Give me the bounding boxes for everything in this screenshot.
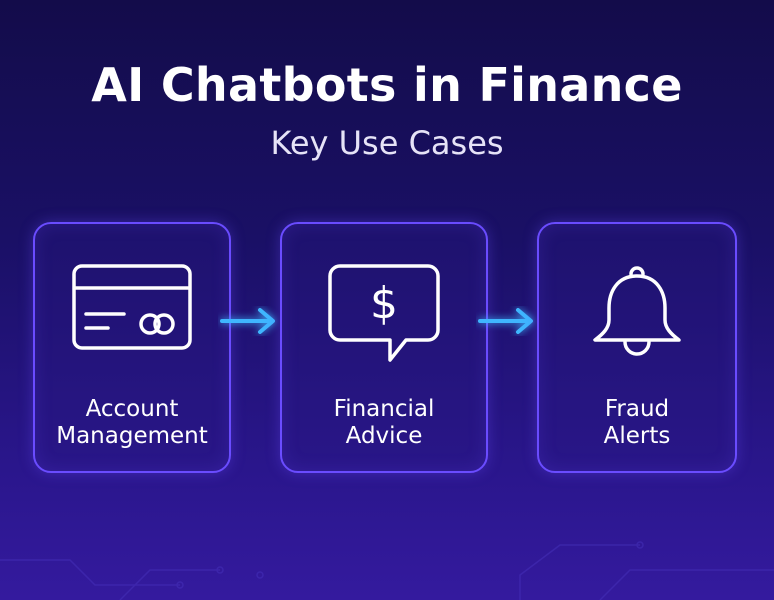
card-label: Account Management [35,396,229,450]
chat-dollar-icon: $ [282,262,486,367]
card-label-line: Alerts [603,423,671,449]
bell-icon [539,262,735,367]
arrow-right-icon [218,306,280,336]
arrow-right-icon [476,306,538,336]
card-label-line: Management [56,423,208,449]
card-account-management: Account Management [33,222,231,473]
credit-card-icon [35,262,229,367]
card-label: Financial Advice [282,396,486,450]
svg-text:$: $ [370,278,398,329]
card-label-line: Financial [333,396,435,422]
card-label-line: Advice [345,423,423,449]
card-label-line: Fraud [604,396,670,422]
card-fraud-alerts: Fraud Alerts [537,222,737,473]
card-label-line: Account [85,396,179,422]
card-financial-advice: $ Financial Advice [280,222,488,473]
page-subtitle: Key Use Cases [270,124,504,162]
page-title: AI Chatbots in Finance [91,58,683,112]
card-label: Fraud Alerts [539,396,735,450]
